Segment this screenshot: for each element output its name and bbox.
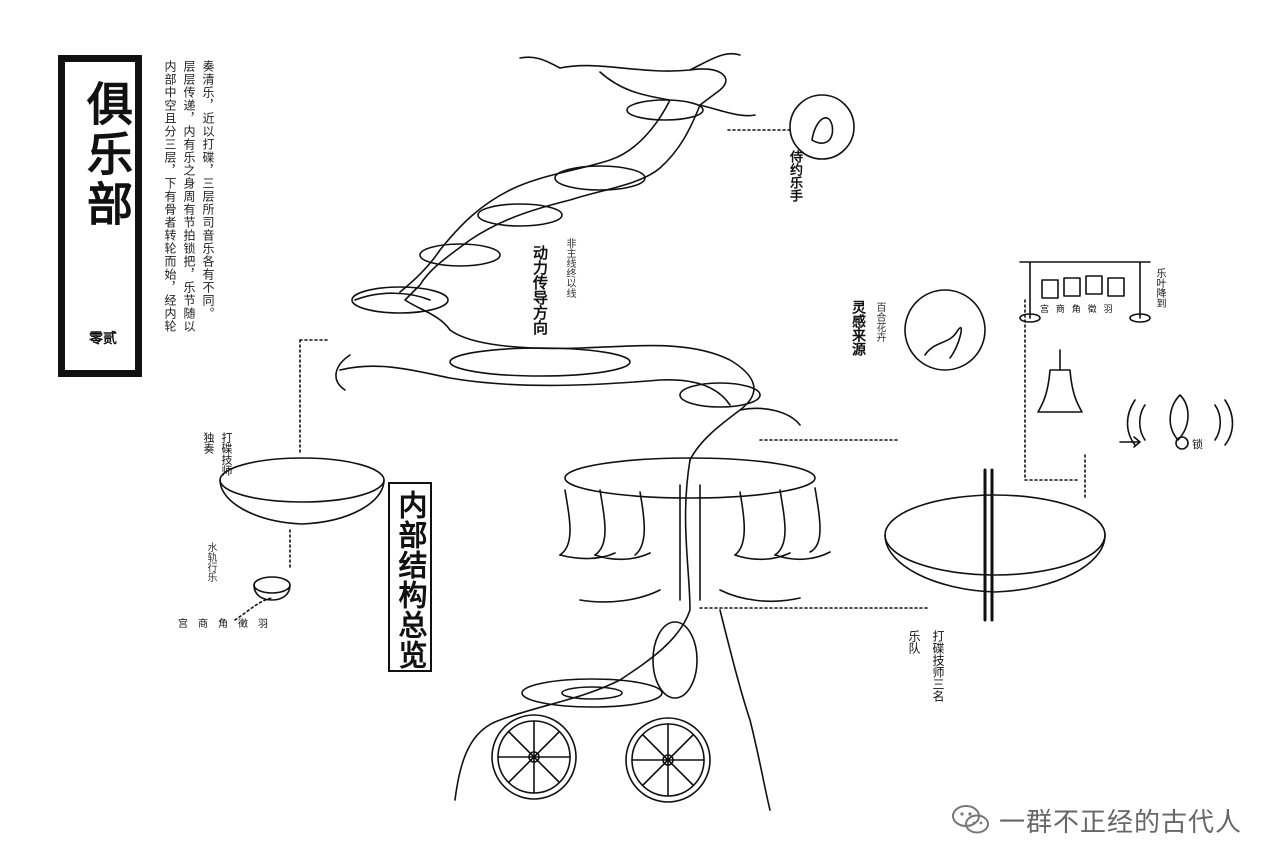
waiter-label: 侍约乐手 (787, 150, 802, 202)
wheel-right (625, 717, 711, 803)
power-direction-label: 动力传导方向 (531, 245, 549, 335)
branch (335, 52, 801, 426)
tree-trunk (454, 459, 691, 801)
bell (1037, 369, 1083, 413)
left-scale: 宫 商 角 徵 羽 (178, 615, 268, 630)
bell-sound (1126, 394, 1234, 446)
inspiration-circle (904, 289, 986, 371)
scale-note: 角 (218, 619, 228, 630)
bell-note-label: 锁 (1192, 438, 1203, 451)
tree-outline (339, 292, 731, 406)
scale-note: 羽 (258, 619, 268, 630)
band-turntable (884, 494, 1106, 576)
inspiration-label: 灵感来源 (850, 300, 866, 356)
solo-turntable (219, 457, 385, 503)
overview-label-box: 内部结构总览 (388, 482, 432, 672)
overview-label: 内部结构总览 (394, 490, 428, 670)
power-sub-label: 非主线终以线 (564, 238, 575, 298)
tree-outline (404, 64, 755, 461)
page-number: 零贰 (89, 331, 117, 347)
title-block: 俱乐部 零贰 (58, 55, 142, 377)
intro-column: 内部中空且分三层，下有骨者转轮而始，经内轮 (163, 60, 177, 333)
band-label: 乐队 (907, 630, 921, 654)
tree-trunk (719, 609, 771, 811)
band-dj-label: 打碟技师三名 (931, 630, 945, 702)
record-disc (521, 678, 663, 708)
scale-note: 徵 (238, 619, 248, 630)
chime-note-label: 乐叶降到 (1154, 268, 1165, 308)
title-frame: 俱乐部 零贰 (63, 60, 137, 372)
bell-tier-disc (564, 457, 816, 499)
watermark-text: 一群不正经的古代人 (998, 807, 1242, 838)
waiter-medallion (789, 94, 855, 160)
page-title: 俱乐部 (80, 80, 134, 230)
inspiration-sub-label: 百合花卉 (874, 302, 885, 342)
small-drum (253, 576, 291, 594)
wechat-icon (951, 805, 989, 834)
solo-label: 独奏 (202, 432, 215, 454)
intro-paragraph: 奏清乐，近以打碟，三层所司音乐各有不同。 层层传递，内有乐之身周有节拍锁把，乐节… (160, 60, 217, 400)
solo-dj-label: 打碟技师 (220, 432, 233, 476)
chime-scale-label: 宫 商 角 徵 羽 (1040, 305, 1115, 315)
intro-column: 层层传递，内有乐之身周有节拍锁把，乐节随以 (182, 60, 196, 333)
intro-column: 奏清乐，近以打碟，三层所司音乐各有不同。 (201, 60, 215, 320)
watermark: 一群不正经的古代人 (951, 798, 1242, 842)
scale-note: 商 (198, 619, 208, 630)
wheel-left (491, 714, 577, 800)
chime-rack (1019, 261, 1151, 323)
left-note-label: 水轨行乐 (205, 542, 216, 582)
scale-note: 宫 (178, 619, 188, 630)
